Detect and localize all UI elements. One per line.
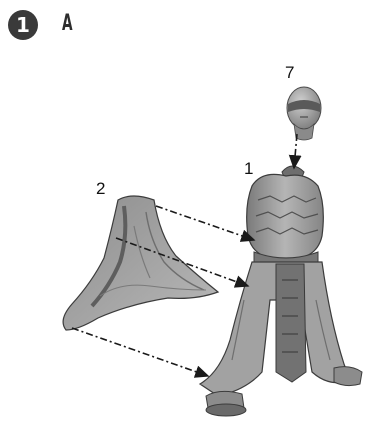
arrow-cloak-top-to-body [156, 206, 254, 240]
cloak-piece-icon [63, 196, 218, 330]
callout-body-number: 1 [244, 160, 253, 177]
arrow-head-to-body [294, 134, 297, 168]
robed-figure-body-icon [200, 166, 362, 416]
callout-head-number: 7 [285, 64, 294, 81]
callout-cloak-number: 2 [96, 180, 105, 197]
miniature-head-icon [287, 87, 321, 140]
arrow-cloak-bottom-to-body [72, 328, 208, 376]
